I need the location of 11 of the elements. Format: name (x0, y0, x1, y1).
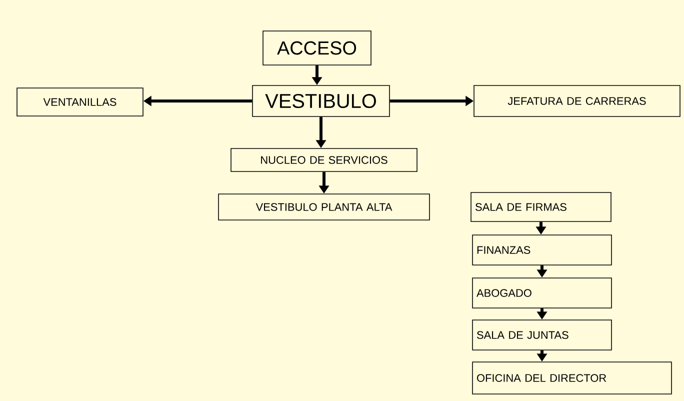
room-box: FINANZAS (472, 234, 612, 266)
room-box: VESTIBULO (252, 85, 390, 117)
room-box: JEFATURA DE CARRERAS (474, 85, 680, 117)
room-box: ABOGADO (472, 278, 612, 308)
room-box: OFICINA DEL DIRECTOR (472, 362, 672, 394)
room-box: VESTIBULO PLANTA ALTA (218, 194, 430, 220)
room-box: SALA DE JUNTAS (472, 320, 612, 350)
room-box: NUCLEO DE SERVICIOS (230, 148, 418, 172)
room-box: VENTANILLAS (16, 88, 144, 116)
room-box: ACCESO (262, 30, 372, 66)
room-box: SALA DE FIRMAS (470, 192, 612, 222)
